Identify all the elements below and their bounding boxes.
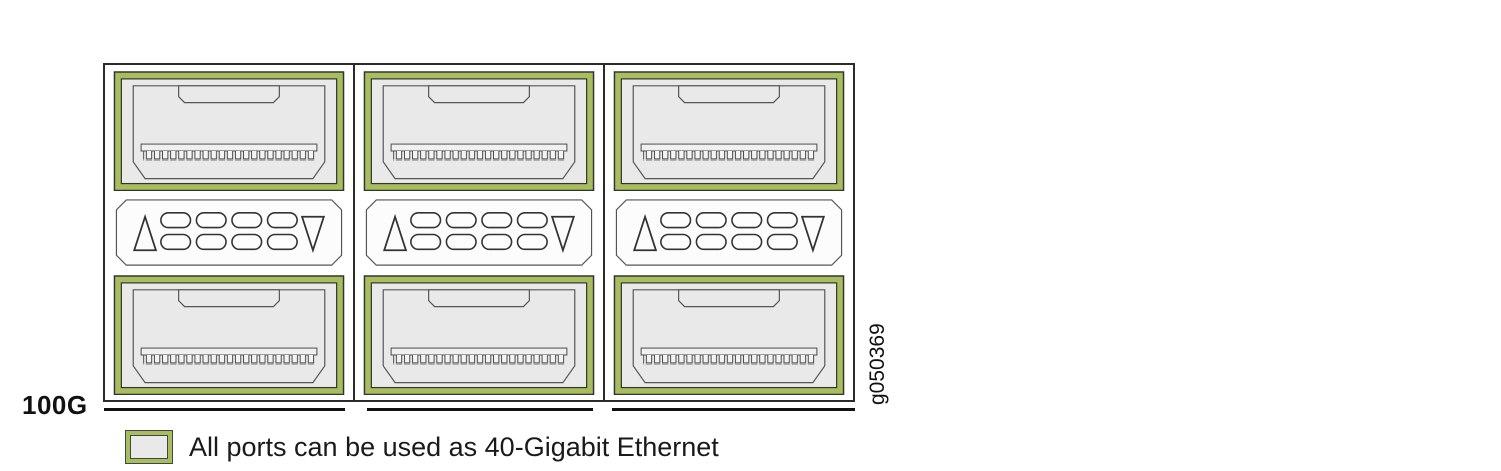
legend-text: All ports can be used as 40-Gigabit Ethe… bbox=[189, 431, 719, 462]
port-group-underline bbox=[104, 408, 345, 411]
qsfp-port-top bbox=[612, 71, 846, 191]
port-column-2 bbox=[353, 65, 603, 400]
qsfp-port-top bbox=[362, 71, 596, 191]
status-led-strip bbox=[359, 195, 599, 270]
qsfp-port-bottom bbox=[112, 275, 346, 395]
port-column-3 bbox=[603, 65, 853, 400]
port-group-underline bbox=[367, 408, 593, 411]
status-led-strip bbox=[609, 195, 849, 270]
port-column-1 bbox=[105, 65, 353, 400]
status-led-strip bbox=[109, 195, 349, 270]
legend-green-swatch bbox=[126, 431, 172, 463]
port-group-underline bbox=[612, 408, 855, 411]
figure-code: g050369 bbox=[866, 323, 889, 405]
qsfp-port-top bbox=[112, 71, 346, 191]
qsfp-port-bottom bbox=[612, 275, 846, 395]
qsfp-port-bottom bbox=[362, 275, 596, 395]
port-group-label: 100G bbox=[22, 390, 88, 420]
faceplate bbox=[103, 63, 855, 402]
legend: All ports can be used as 40-Gigabit Ethe… bbox=[126, 431, 719, 463]
